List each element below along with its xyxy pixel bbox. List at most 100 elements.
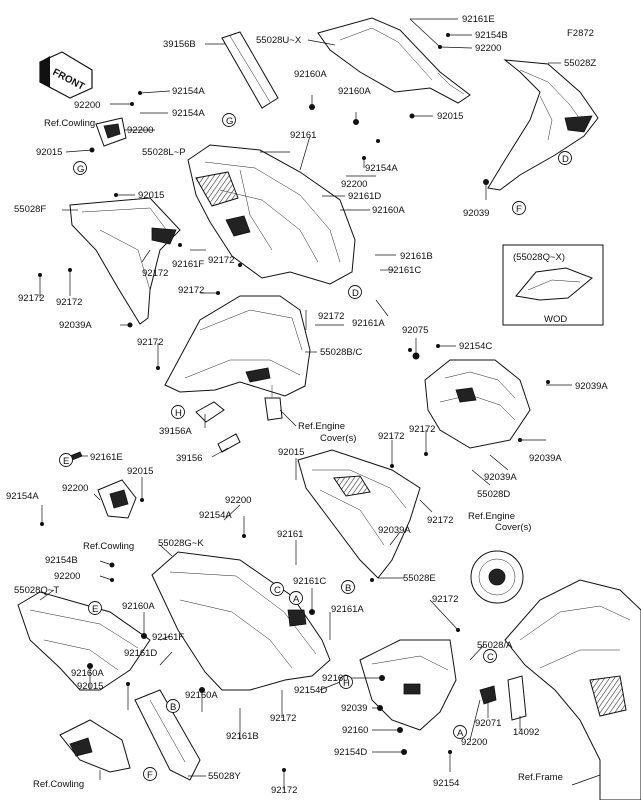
label-55028l-p: 55028L~P	[142, 147, 186, 158]
label-92200-5: 92200	[225, 495, 251, 506]
label-55028-a: 55028/A	[477, 640, 513, 651]
label-92039a-4: 92039A	[484, 472, 517, 483]
label-92161f-1: 92161F	[172, 259, 204, 270]
label-92161e-top: 92161E	[462, 14, 495, 25]
label-92075: 92075	[402, 325, 428, 336]
callout-c-1: C	[274, 585, 281, 596]
label-92154b-2: 92154B	[45, 555, 78, 566]
callout-a-1: A	[293, 594, 300, 605]
label-55028e: 55028E	[403, 573, 436, 584]
frame-part	[504, 579, 641, 800]
grommet-92071-part	[479, 685, 497, 705]
label-92015-2: 92015	[36, 147, 62, 158]
label-92200-4: 92200	[62, 483, 88, 494]
engine-bracket-part	[264, 397, 283, 421]
label-92172-13: 92172	[271, 785, 297, 796]
callout-a-2: A	[457, 728, 464, 739]
label-92154: 92154	[433, 778, 459, 789]
figure-code: F2872	[567, 28, 594, 39]
part-number-labels: 92161E 92154B 92200 55028U~X 39156B 5502…	[6, 14, 608, 796]
label-92039a-3: 92039A	[529, 453, 562, 464]
label-92160a-6: 92160A	[185, 690, 218, 701]
label-92154a-4: 92154A	[6, 491, 39, 502]
label-92154d-1: 92154D	[294, 685, 327, 696]
label-92015-6: 92015	[77, 681, 103, 692]
label-92161-2: 92161	[277, 529, 303, 540]
label-55028d: 55028D	[477, 489, 510, 500]
callout-e-1: E	[63, 456, 69, 467]
label-92154a-3: 92154A	[365, 163, 398, 174]
label-55028q-t: 55028Q~T	[14, 585, 59, 596]
label-39156b: 39156B	[163, 39, 196, 50]
label-92015-4: 92015	[127, 466, 153, 477]
label-39156a-1: 39156A	[159, 426, 192, 437]
lower-strip-part	[134, 689, 201, 781]
label-92172-10: 92172	[427, 515, 453, 526]
label-92172-2: 92172	[208, 255, 234, 266]
label-55028f: 55028F	[14, 204, 46, 215]
label-92172-3: 92172	[18, 293, 44, 304]
callout-c-2: C	[487, 652, 494, 663]
callout-h-2: H	[343, 678, 350, 689]
label-92161a-2: 92161A	[331, 604, 364, 615]
label-92154a-1: 92154A	[172, 86, 205, 97]
label-92200-3: 92200	[341, 179, 367, 190]
label-92172-8: 92172	[378, 431, 404, 442]
inset-title: (55028Q~X)	[513, 252, 565, 263]
right-side-panel-part	[487, 59, 599, 191]
label-92039-2: 92039	[341, 703, 367, 714]
label-92160a-1: 92160A	[294, 69, 327, 80]
clip-14092-part	[507, 675, 527, 721]
strip-39156a-part	[195, 401, 225, 423]
label-92039a-1: 92039A	[59, 320, 92, 331]
label-92161e-2: 92161E	[90, 452, 123, 463]
label-92160a-5: 92160A	[71, 668, 104, 679]
label-92200-top: 92200	[475, 43, 501, 54]
engine-cover-round-part	[470, 550, 524, 604]
label-55028g-k: 55028G~K	[158, 538, 204, 549]
label-92154d-2: 92154D	[334, 747, 367, 758]
label-92200-1: 92200	[74, 100, 100, 111]
callout-f-2: F	[147, 770, 153, 781]
engine-cover-right-part	[424, 359, 531, 449]
label-92039a-2: 92039A	[575, 381, 608, 392]
front-arrow-icon: FRONT	[39, 51, 93, 99]
label-92071: 92071	[475, 718, 501, 729]
left-front-panel-part	[69, 197, 181, 325]
lower-side-panel-part	[164, 295, 311, 397]
label-92039a-5: 92039A	[378, 525, 411, 536]
label-92015-1: 92015	[437, 111, 463, 122]
strip-39156-part	[217, 433, 241, 453]
callout-d-1: D	[562, 154, 569, 165]
label-55028u-x: 55028U~X	[256, 35, 302, 46]
label-92154c: 92154C	[459, 341, 492, 352]
lower-left-panel-part	[151, 551, 331, 691]
label-covers-1: Cover(s)	[320, 433, 356, 444]
leader-lines	[39, 18, 601, 790]
label-ref-cowling-1: Ref.Cowling	[44, 118, 95, 129]
strip-39156b-part	[221, 31, 279, 109]
label-92172-6: 92172	[318, 311, 344, 322]
label-covers-2: Cover(s)	[495, 522, 531, 533]
label-ref-engine-1: Ref.Engine	[298, 421, 345, 432]
label-92172-11: 92172	[432, 594, 458, 605]
label-92015-3: 92015	[138, 190, 164, 201]
label-92154a-5: 92154A	[199, 510, 232, 521]
label-92039-1: 92039	[463, 208, 489, 219]
label-92161b-1: 92161B	[400, 251, 433, 262]
callout-f-1: F	[516, 204, 522, 215]
label-92160-2: 92160	[342, 725, 368, 736]
label-55028z: 55028Z	[564, 58, 596, 69]
label-92160a-4: 92160A	[122, 601, 155, 612]
label-92161d-2: 92161D	[124, 648, 157, 659]
label-92172-7: 92172	[137, 337, 163, 348]
label-92172-12: 92172	[270, 713, 296, 724]
label-39156: 39156	[176, 453, 202, 464]
callout-g-1: G	[226, 116, 233, 127]
callout-e-2: E	[92, 604, 98, 615]
label-92200-6: 92200	[54, 571, 80, 582]
label-55028y: 55028Y	[208, 771, 241, 782]
label-ref-cowling-3: Ref.Cowling	[33, 779, 84, 790]
label-14092: 14092	[513, 727, 539, 738]
